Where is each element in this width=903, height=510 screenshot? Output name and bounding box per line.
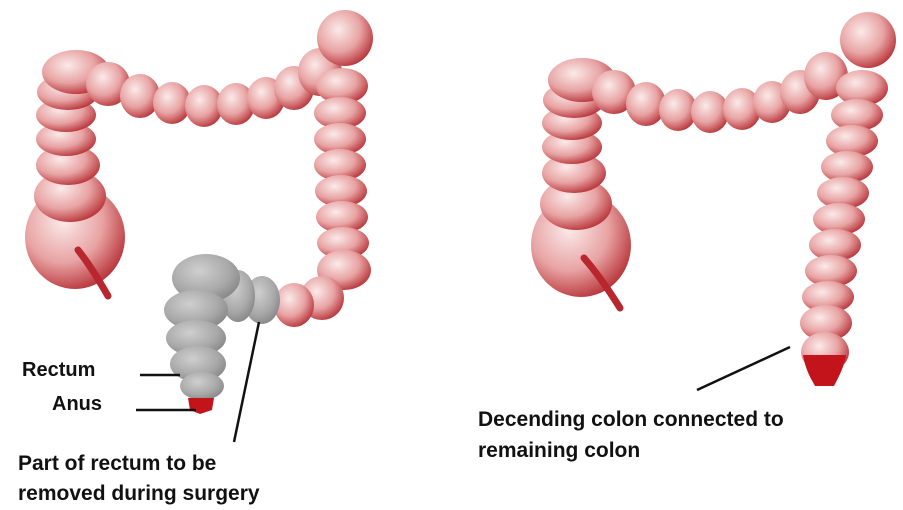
descending-colon-after xyxy=(800,70,888,372)
removed-rectum-section xyxy=(164,254,280,400)
removed-pointer-line xyxy=(234,322,259,442)
colon-before-surgery xyxy=(25,10,373,414)
removed-label-line-1: Part of rectum to be xyxy=(18,449,260,479)
anus-label: Anus xyxy=(52,392,102,416)
connected-label-line-2: remaining colon xyxy=(478,435,784,466)
colon-after-surgery xyxy=(531,12,896,386)
rectum-label: Rectum xyxy=(22,358,95,382)
removed-label-line-2: removed during surgery xyxy=(18,479,260,509)
anastomosis-marker xyxy=(803,355,846,386)
connected-label-line-1: Decending colon connected to xyxy=(478,404,784,435)
connected-colon-label: Decending colon connected to remaining c… xyxy=(478,404,784,466)
connected-pointer-line xyxy=(697,347,790,390)
removed-section-label: Part of rectum to be removed during surg… xyxy=(18,449,260,509)
anus-marker xyxy=(188,398,214,414)
